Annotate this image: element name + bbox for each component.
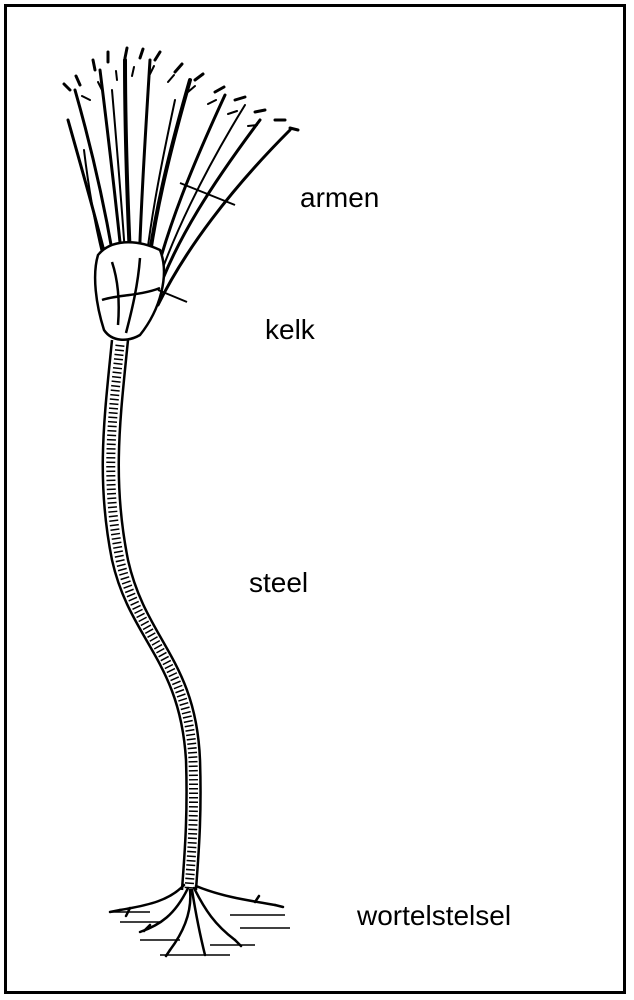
label-stem: steel bbox=[249, 569, 308, 597]
stem bbox=[103, 340, 201, 890]
label-root-system: wortelstelsel bbox=[357, 902, 511, 930]
calyx bbox=[95, 242, 164, 340]
arms-pointer-line bbox=[180, 183, 235, 205]
label-calyx: kelk bbox=[265, 316, 315, 344]
root-system bbox=[110, 885, 283, 956]
label-arms: armen bbox=[300, 184, 379, 212]
